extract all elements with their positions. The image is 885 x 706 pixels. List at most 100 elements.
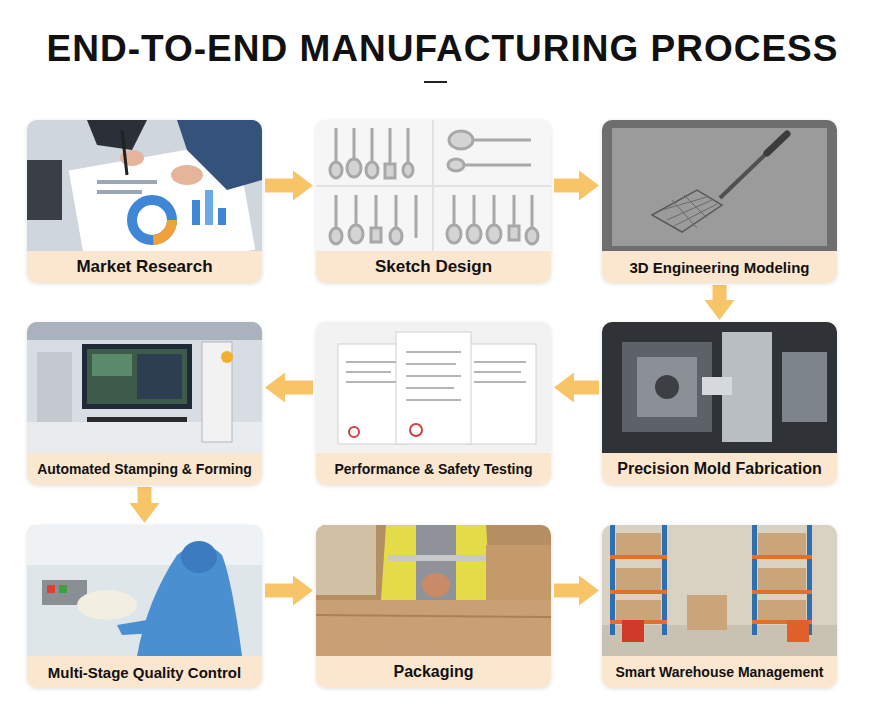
step-label: Precision Mold Fabrication [617, 460, 821, 478]
process-card: Multi-Stage Quality Control [27, 525, 262, 688]
sketch-design-photo-part-part [335, 195, 338, 230]
process-card: 3D Engineering Modeling [602, 120, 837, 283]
test-certificates-photo-part-part [346, 361, 396, 363]
stamping-machine-photo-part [137, 354, 182, 399]
flow-arrow [554, 179, 579, 193]
sketch-design-photo-part-part [456, 164, 531, 167]
flow-arrow [554, 584, 579, 598]
title-dash [424, 81, 447, 83]
sketch-design-photo-part-part [347, 159, 361, 177]
test-certificates-photo-part [349, 427, 359, 437]
label-bar: Precision Mold Fabrication [602, 453, 837, 485]
sketch-design-photo-part-part [448, 159, 464, 171]
warehouse-photo-part [602, 525, 837, 656]
step-label: Automated Stamping & Forming [37, 461, 252, 477]
mold-fabrication-photo-part [622, 342, 712, 432]
mold-fabrication-photo-part [655, 375, 679, 399]
market-research-photo-part [171, 165, 203, 185]
packaging-photo-part [316, 525, 551, 656]
process-card: Market Research [27, 120, 262, 283]
warehouse-photo-part-part [758, 568, 806, 590]
quality-control-photo-part [59, 585, 67, 593]
market-research-photo-part [97, 180, 157, 184]
sketch-design-photo-part-part [385, 164, 395, 178]
sketch-design-photo-part-part [375, 195, 378, 230]
warehouse-photo [602, 525, 837, 656]
engineering-model-photo-part [720, 148, 772, 198]
mold-fabrication-photo [602, 322, 837, 455]
flow-arrow [265, 179, 293, 193]
flow-arrow [138, 487, 152, 503]
sketch-design-photo-part-part [467, 225, 481, 243]
quality-control-photo-part [181, 541, 217, 573]
sketch-design-photo [316, 120, 551, 251]
engineering-model-photo-part [767, 134, 787, 153]
packaging-photo-part [416, 525, 456, 600]
packaging-photo-part [316, 615, 551, 617]
packaging-photo-part [381, 525, 491, 600]
engineering-model-photo-part [612, 128, 827, 246]
process-card: Sketch Design [316, 120, 551, 283]
sketch-design-photo-part-part [389, 128, 392, 166]
label-bar: Performance & Safety Testing [316, 453, 551, 485]
sketch-design-photo-part-part [335, 128, 338, 165]
test-certificates-photo-part-part [406, 351, 461, 353]
step-label: Performance & Safety Testing [334, 461, 532, 477]
warehouse-photo-part-part [752, 555, 812, 559]
warehouse-photo-part-part [610, 590, 667, 594]
stamping-machine-photo-part [202, 342, 232, 442]
packaging-photo-part [388, 555, 488, 561]
mold-fabrication-photo-part [782, 352, 827, 422]
warehouse-photo-part-part [758, 600, 806, 620]
market-research-photo-part [87, 120, 147, 150]
sketch-design-photo-part-part [415, 195, 418, 238]
warehouse-photo-part [616, 533, 806, 630]
test-certificates-photo [316, 322, 551, 455]
mold-fabrication-photo-part [602, 322, 837, 455]
mold-fabrication-photo-part [702, 377, 732, 395]
sketch-design-photo-part-part [509, 226, 519, 240]
packaging-photo-part [316, 525, 376, 595]
test-certificates-photo-part-part [406, 387, 454, 389]
label-bar: Automated Stamping & Forming [27, 453, 262, 485]
market-research-photo-part [97, 190, 142, 194]
sketch-design-photo-part-part [330, 162, 342, 178]
stamping-machine-photo-part [92, 354, 132, 376]
market-research-photo-part [132, 200, 172, 240]
sketch-design-photo-part-part [447, 225, 461, 243]
warehouse-photo-part-part [610, 555, 667, 559]
packaging-photo [316, 525, 551, 656]
quality-control-photo-part [117, 620, 157, 635]
market-research-photo-part [27, 160, 62, 220]
test-certificates-photo-part [316, 322, 551, 455]
label-bar: 3D Engineering Modeling [602, 251, 837, 283]
market-research-photo-part [132, 200, 172, 240]
process-card: Automated Stamping & Forming [27, 322, 262, 485]
quality-control-photo-part [47, 585, 55, 593]
sketch-design-photo-part-part [449, 131, 473, 149]
sketch-design-photo-part-part [353, 128, 356, 162]
sketch-design-photo-part-part [493, 195, 496, 228]
process-card: Smart Warehouse Management [602, 525, 837, 688]
engineering-model-photo-part [652, 190, 722, 232]
flow-arrow [285, 381, 313, 395]
step-label: 3D Engineering Modeling [629, 259, 809, 276]
warehouse-photo-part-part [662, 525, 667, 635]
warehouse-photo-part-part [752, 525, 757, 635]
test-certificates-photo-part-part [406, 363, 456, 365]
warehouse-photo-part-part [616, 568, 661, 590]
label-bar: Packaging [316, 656, 551, 688]
label-bar: Market Research [27, 251, 262, 283]
warehouse-photo-part [787, 620, 809, 642]
sketch-design-photo-part-part [473, 195, 476, 228]
step-label: Sketch Design [375, 257, 492, 277]
sketch-design-photo-part-part [473, 139, 531, 142]
market-research-photo-part [192, 200, 200, 225]
quality-control-photo-part [27, 525, 262, 656]
process-card: Precision Mold Fabrication [602, 322, 837, 485]
warehouse-photo-part-part [687, 595, 727, 630]
sketch-design-photo-part-part [453, 195, 456, 228]
test-certificates-photo-part [346, 352, 526, 400]
